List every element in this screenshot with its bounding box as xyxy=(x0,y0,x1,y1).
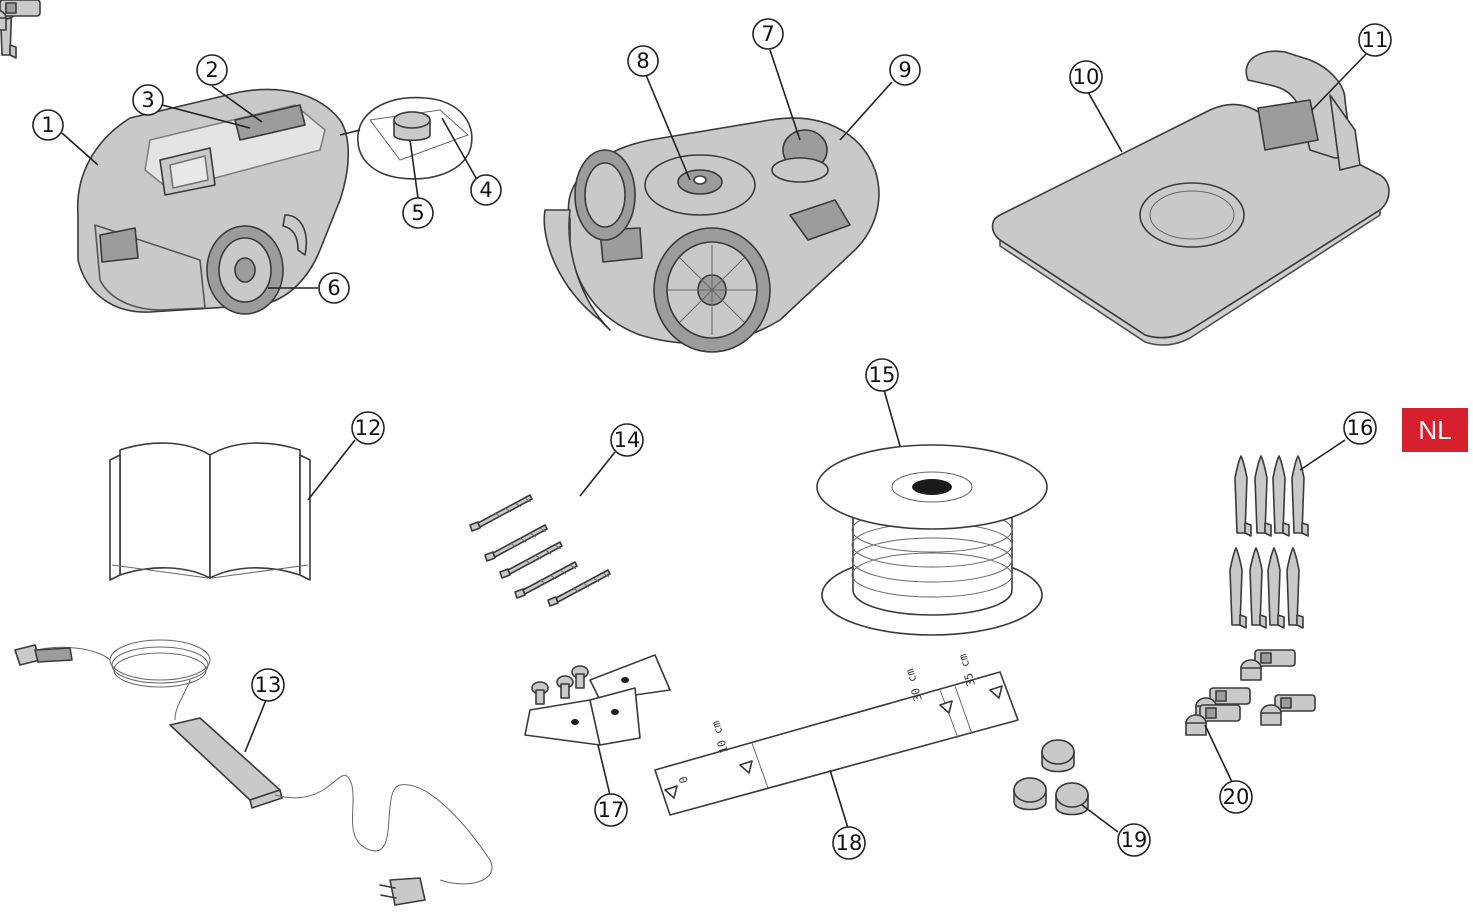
svg-text:9: 9 xyxy=(898,58,911,82)
callout-1: 1 xyxy=(32,109,64,141)
ruler-mark-0: 0 xyxy=(677,775,691,785)
callout-12: 12 xyxy=(351,411,385,445)
boundary-wire-spool xyxy=(816,444,1048,636)
callout-18: 18 xyxy=(832,826,866,860)
svg-text:7: 7 xyxy=(761,22,774,46)
callout-3: 3 xyxy=(132,84,164,116)
callout-19: 19 xyxy=(1117,823,1151,857)
callout-13: 13 xyxy=(251,668,285,702)
svg-text:15: 15 xyxy=(869,363,896,387)
callout-11: 11 xyxy=(1358,23,1392,57)
callout-14: 14 xyxy=(610,423,644,457)
svg-text:12: 12 xyxy=(355,416,382,440)
spare-blades xyxy=(524,654,671,746)
svg-text:2: 2 xyxy=(205,58,218,82)
callout-9: 9 xyxy=(889,54,921,86)
cable-joints xyxy=(0,0,1316,736)
callout-7: 7 xyxy=(752,18,784,50)
svg-text:11: 11 xyxy=(1362,28,1389,52)
sensor-detail-inset xyxy=(339,96,473,180)
callout-8: 8 xyxy=(627,45,659,77)
callout-20: 20 xyxy=(1219,780,1253,814)
svg-text:4: 4 xyxy=(479,178,492,202)
callout-15: 15 xyxy=(865,358,899,392)
svg-text:10: 10 xyxy=(1073,65,1100,89)
callout-16: 16 xyxy=(1343,411,1377,445)
ruler-mark-35: 35 cm xyxy=(956,652,978,688)
svg-text:17: 17 xyxy=(598,798,625,822)
svg-text:6: 6 xyxy=(327,276,340,300)
callout-6: 6 xyxy=(318,272,350,304)
ruler-mark-30: 30 cm xyxy=(903,667,925,703)
svg-text:19: 19 xyxy=(1121,828,1148,852)
svg-text:16: 16 xyxy=(1347,416,1374,440)
svg-text:14: 14 xyxy=(614,428,641,452)
callout-4: 4 xyxy=(470,174,502,206)
mower-underside-view xyxy=(543,117,880,353)
svg-text:8: 8 xyxy=(636,49,649,73)
svg-text:20: 20 xyxy=(1223,785,1250,809)
svg-text:1: 1 xyxy=(41,113,54,137)
svg-text:13: 13 xyxy=(255,673,282,697)
power-supply xyxy=(14,639,493,906)
svg-text:3: 3 xyxy=(141,88,154,112)
callout-5: 5 xyxy=(402,197,434,229)
callout-17: 17 xyxy=(594,793,628,827)
callout-10: 10 xyxy=(1069,60,1103,94)
language-badge: NL xyxy=(1402,408,1468,452)
svg-text:5: 5 xyxy=(411,201,424,225)
charging-station xyxy=(991,50,1390,346)
ruler-mark-10: 10 cm xyxy=(709,719,731,755)
mower-top-view xyxy=(76,88,350,315)
svg-text:18: 18 xyxy=(836,831,863,855)
callout-2: 2 xyxy=(196,54,228,86)
user-manual xyxy=(109,442,311,581)
